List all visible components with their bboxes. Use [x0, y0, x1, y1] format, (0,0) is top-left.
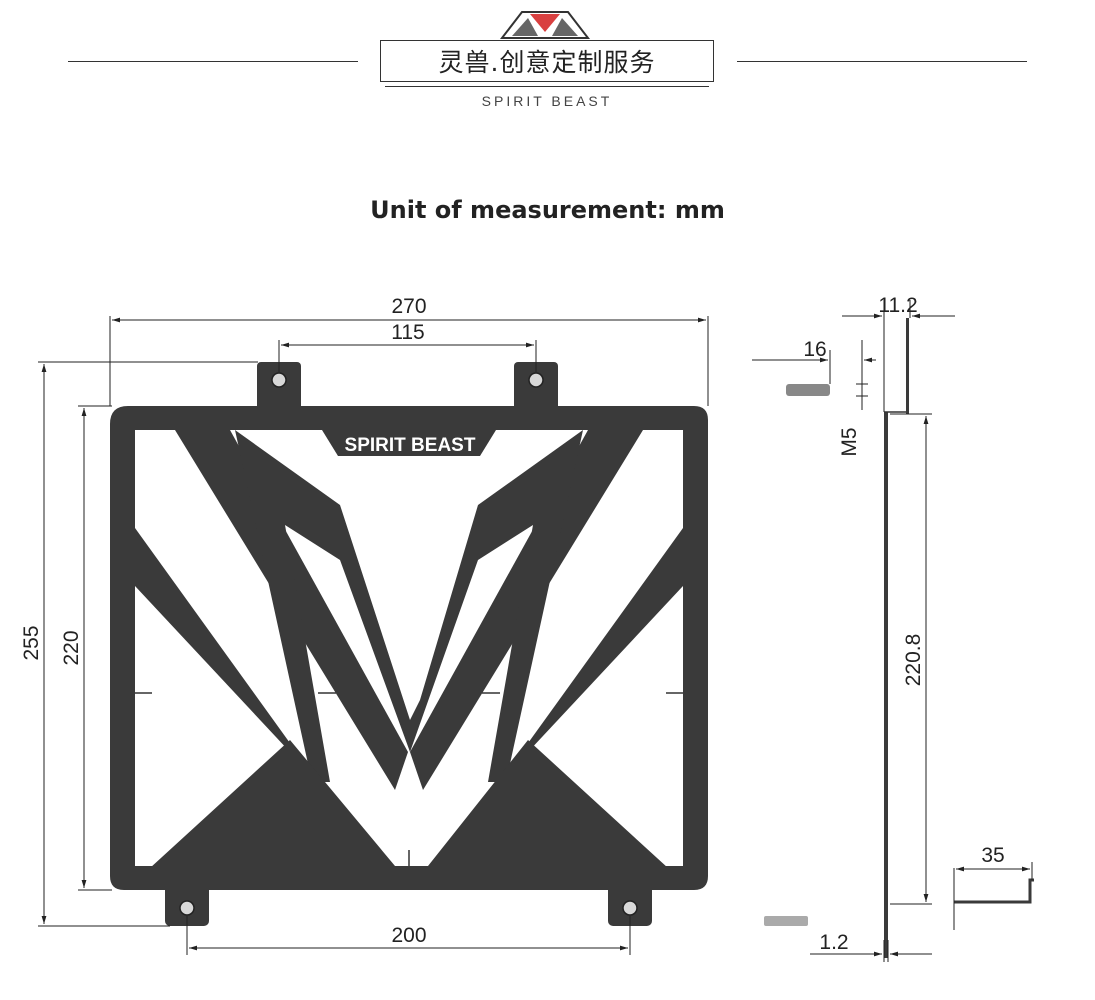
dim-top-hole-spacing: 115: [391, 321, 424, 344]
header-rule-left: [68, 61, 358, 62]
bottom-bracket-profile: [954, 878, 1034, 904]
brand-title: 灵兽.创意定制服务: [438, 48, 656, 77]
dim-bolt-size: M5: [838, 427, 861, 456]
name-plate: [322, 430, 496, 456]
side-top-tab: [906, 318, 909, 414]
brand-logo-icon: [500, 11, 590, 39]
guard-v-pattern: [135, 430, 683, 868]
unit-label: Unit of measurement: mm: [370, 196, 725, 224]
dim-thickness: 1.2: [819, 931, 848, 954]
dim-side-depth: 11.2: [878, 294, 917, 317]
name-plate-text: SPIRIT BEAST: [345, 435, 476, 456]
dim-tab-length: 16: [803, 338, 826, 361]
top-bolt-hole-right: [528, 372, 544, 388]
bottom-bolt-hole-left: [179, 900, 195, 916]
dim-frame-height: 220: [60, 630, 83, 665]
dim-bracket-length: 35: [981, 844, 1004, 867]
guard-front-view: SPIRIT BEAST: [110, 362, 708, 926]
brand-banner: 灵兽.创意定制服务: [380, 40, 714, 87]
bottom-spacer: [764, 916, 808, 926]
dim-bottom-hole-spacing: 200: [391, 924, 426, 947]
bottom-bolt-hole-right: [622, 900, 638, 916]
center-ticks: [135, 692, 683, 866]
dim-side-height: 220.8: [902, 634, 925, 687]
bolt-m5: [786, 384, 830, 396]
side-profile-plate: [884, 412, 888, 958]
brand-subtitle: SPIRIT BEAST: [481, 93, 613, 109]
dim-overall-width: 270: [391, 295, 426, 318]
front-dimensions: [38, 316, 709, 955]
header-rule-right: [737, 61, 1027, 62]
dim-overall-height: 255: [20, 625, 43, 660]
top-bolt-hole-left: [271, 372, 287, 388]
side-dimensions: [752, 300, 1033, 962]
